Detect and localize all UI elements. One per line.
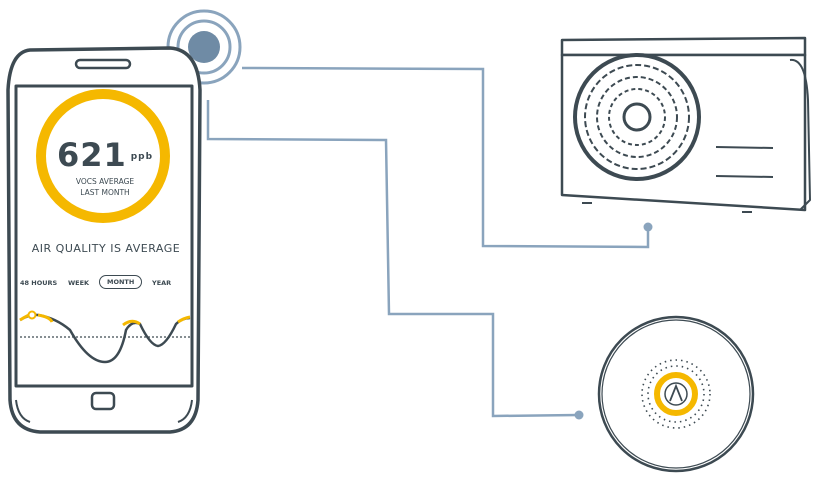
smartphone — [6, 46, 202, 434]
brand-logo-icon — [669, 383, 683, 402]
air-conditioner-unit — [560, 36, 811, 213]
connector-lines — [206, 66, 650, 418]
trend-chart — [19, 310, 191, 364]
tab-year[interactable]: YEAR — [152, 279, 172, 287]
air-quality-status: AIR QUALITY IS AVERAGE — [31, 242, 181, 255]
reading-ring — [36, 89, 170, 223]
air-quality-sensor — [597, 315, 755, 473]
tab-48-hours[interactable]: 48 HOURS — [20, 279, 58, 287]
speaker-icon — [74, 58, 132, 70]
ac-connector-dot — [643, 222, 653, 232]
sensor-connector-dot — [574, 410, 584, 420]
home-button-icon — [90, 391, 116, 411]
wireless-signal-icon — [166, 9, 242, 85]
tab-week[interactable]: WEEK — [68, 279, 90, 287]
fan-grille-icon — [573, 53, 701, 181]
tab-month[interactable]: MONTH — [99, 275, 143, 289]
